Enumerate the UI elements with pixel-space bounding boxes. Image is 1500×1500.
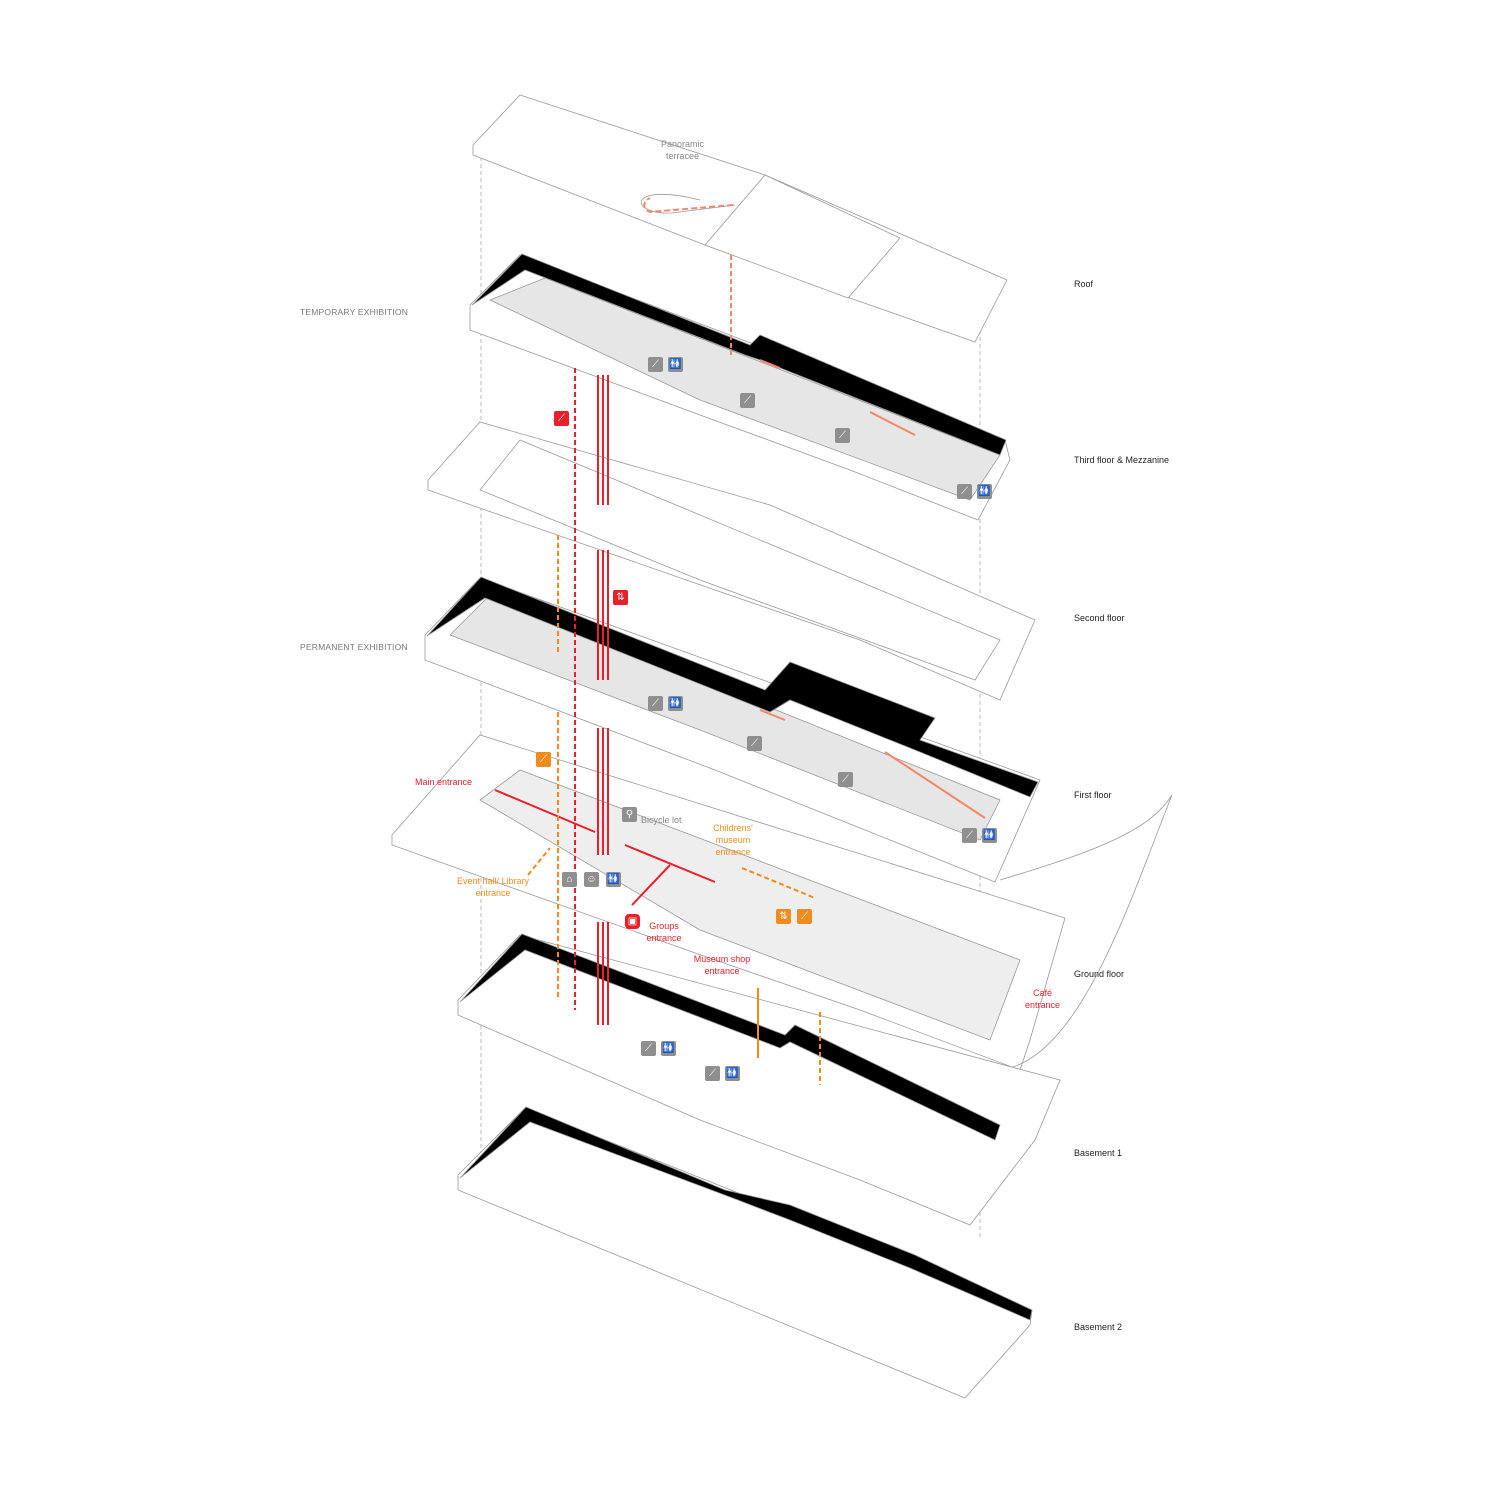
circulation-red [494, 368, 716, 1025]
first-floor-slab [424, 576, 1041, 883]
third-floor-slab [469, 253, 1011, 521]
bicycle-lot-label: Bicycle lot [641, 815, 682, 825]
restroom-icon: 🚻 [606, 872, 621, 887]
floor-label-ground: Ground floor [1074, 969, 1125, 979]
stairs-icon: ⟋ [648, 696, 663, 711]
restroom-icon: 🚻 [982, 828, 997, 843]
second-floor-slab [427, 421, 1036, 701]
baby-change-icon: ☺ [584, 872, 599, 887]
restroom-icon: 🚻 [977, 484, 992, 499]
stairs-icon: ⟋ [747, 736, 762, 751]
hanger-icon: ⌂ [562, 872, 577, 887]
terrace-label: Panoramic terracee [660, 139, 705, 161]
restroom-icon: 🚻 [725, 1066, 740, 1081]
stairs-icon: ⟋ [641, 1041, 656, 1056]
stairs-icon: ⟋ [838, 772, 853, 787]
childrens-museum-entrance-label: Childrens' museum entrance [713, 823, 753, 857]
museum-shop-entrance-label: Museum shop entrance [693, 954, 751, 976]
circulation-orange [527, 535, 821, 1085]
basement-2-slab [457, 1106, 1033, 1399]
floor-label-basement-2: Basement 2 [1074, 1322, 1123, 1332]
stairs-icon: ⟋ [740, 393, 755, 408]
elevator-icon: ⇅ [613, 590, 628, 605]
roof-slab [472, 94, 1008, 343]
restroom-icon: 🚻 [668, 357, 683, 372]
restroom-icon: 🚻 [661, 1041, 676, 1056]
main-entrance-label: Main entrance [415, 777, 473, 787]
bus-icon: ▣ [625, 914, 640, 929]
event-hall-entrance-label: Event hall/ Library entrance [456, 876, 530, 898]
floor-label-first: First floor [1074, 790, 1112, 800]
floor-label-second: Second floor [1074, 613, 1125, 623]
elevator-icon: ⇅ [776, 909, 791, 924]
stairs-icon: ⟋ [705, 1066, 720, 1081]
stairs-icon: ⟋ [648, 357, 663, 372]
circulation-salmon [730, 255, 986, 819]
cafe-entrance-label: Café entrance [1024, 988, 1061, 1010]
stairs-icon: ⟋ [962, 828, 977, 843]
stairs-icon: ⟋ [554, 411, 569, 426]
floor-label-third: Third floor & Mezzanine [1074, 455, 1170, 465]
stairs-icon: ⟋ [957, 484, 972, 499]
bicycle-icon: ⚲ [622, 807, 637, 822]
groups-entrance-label: Groups entrance [646, 921, 682, 943]
section-temporary-exhibition: TEMPORARY EXHIBITION [300, 307, 409, 317]
stairs-icon: ⟋ [797, 909, 812, 924]
ground-floor-slab [391, 734, 1173, 1071]
stairs-icon: ⟋ [536, 752, 551, 767]
stairs-icon: ⟋ [835, 428, 850, 443]
floor-label-basement-1: Basement 1 [1074, 1148, 1123, 1158]
section-permanent-exhibition: PERMANENT EXHIBITION [300, 642, 408, 652]
restroom-icon: 🚻 [668, 696, 683, 711]
floor-label-roof: Roof [1074, 279, 1094, 289]
